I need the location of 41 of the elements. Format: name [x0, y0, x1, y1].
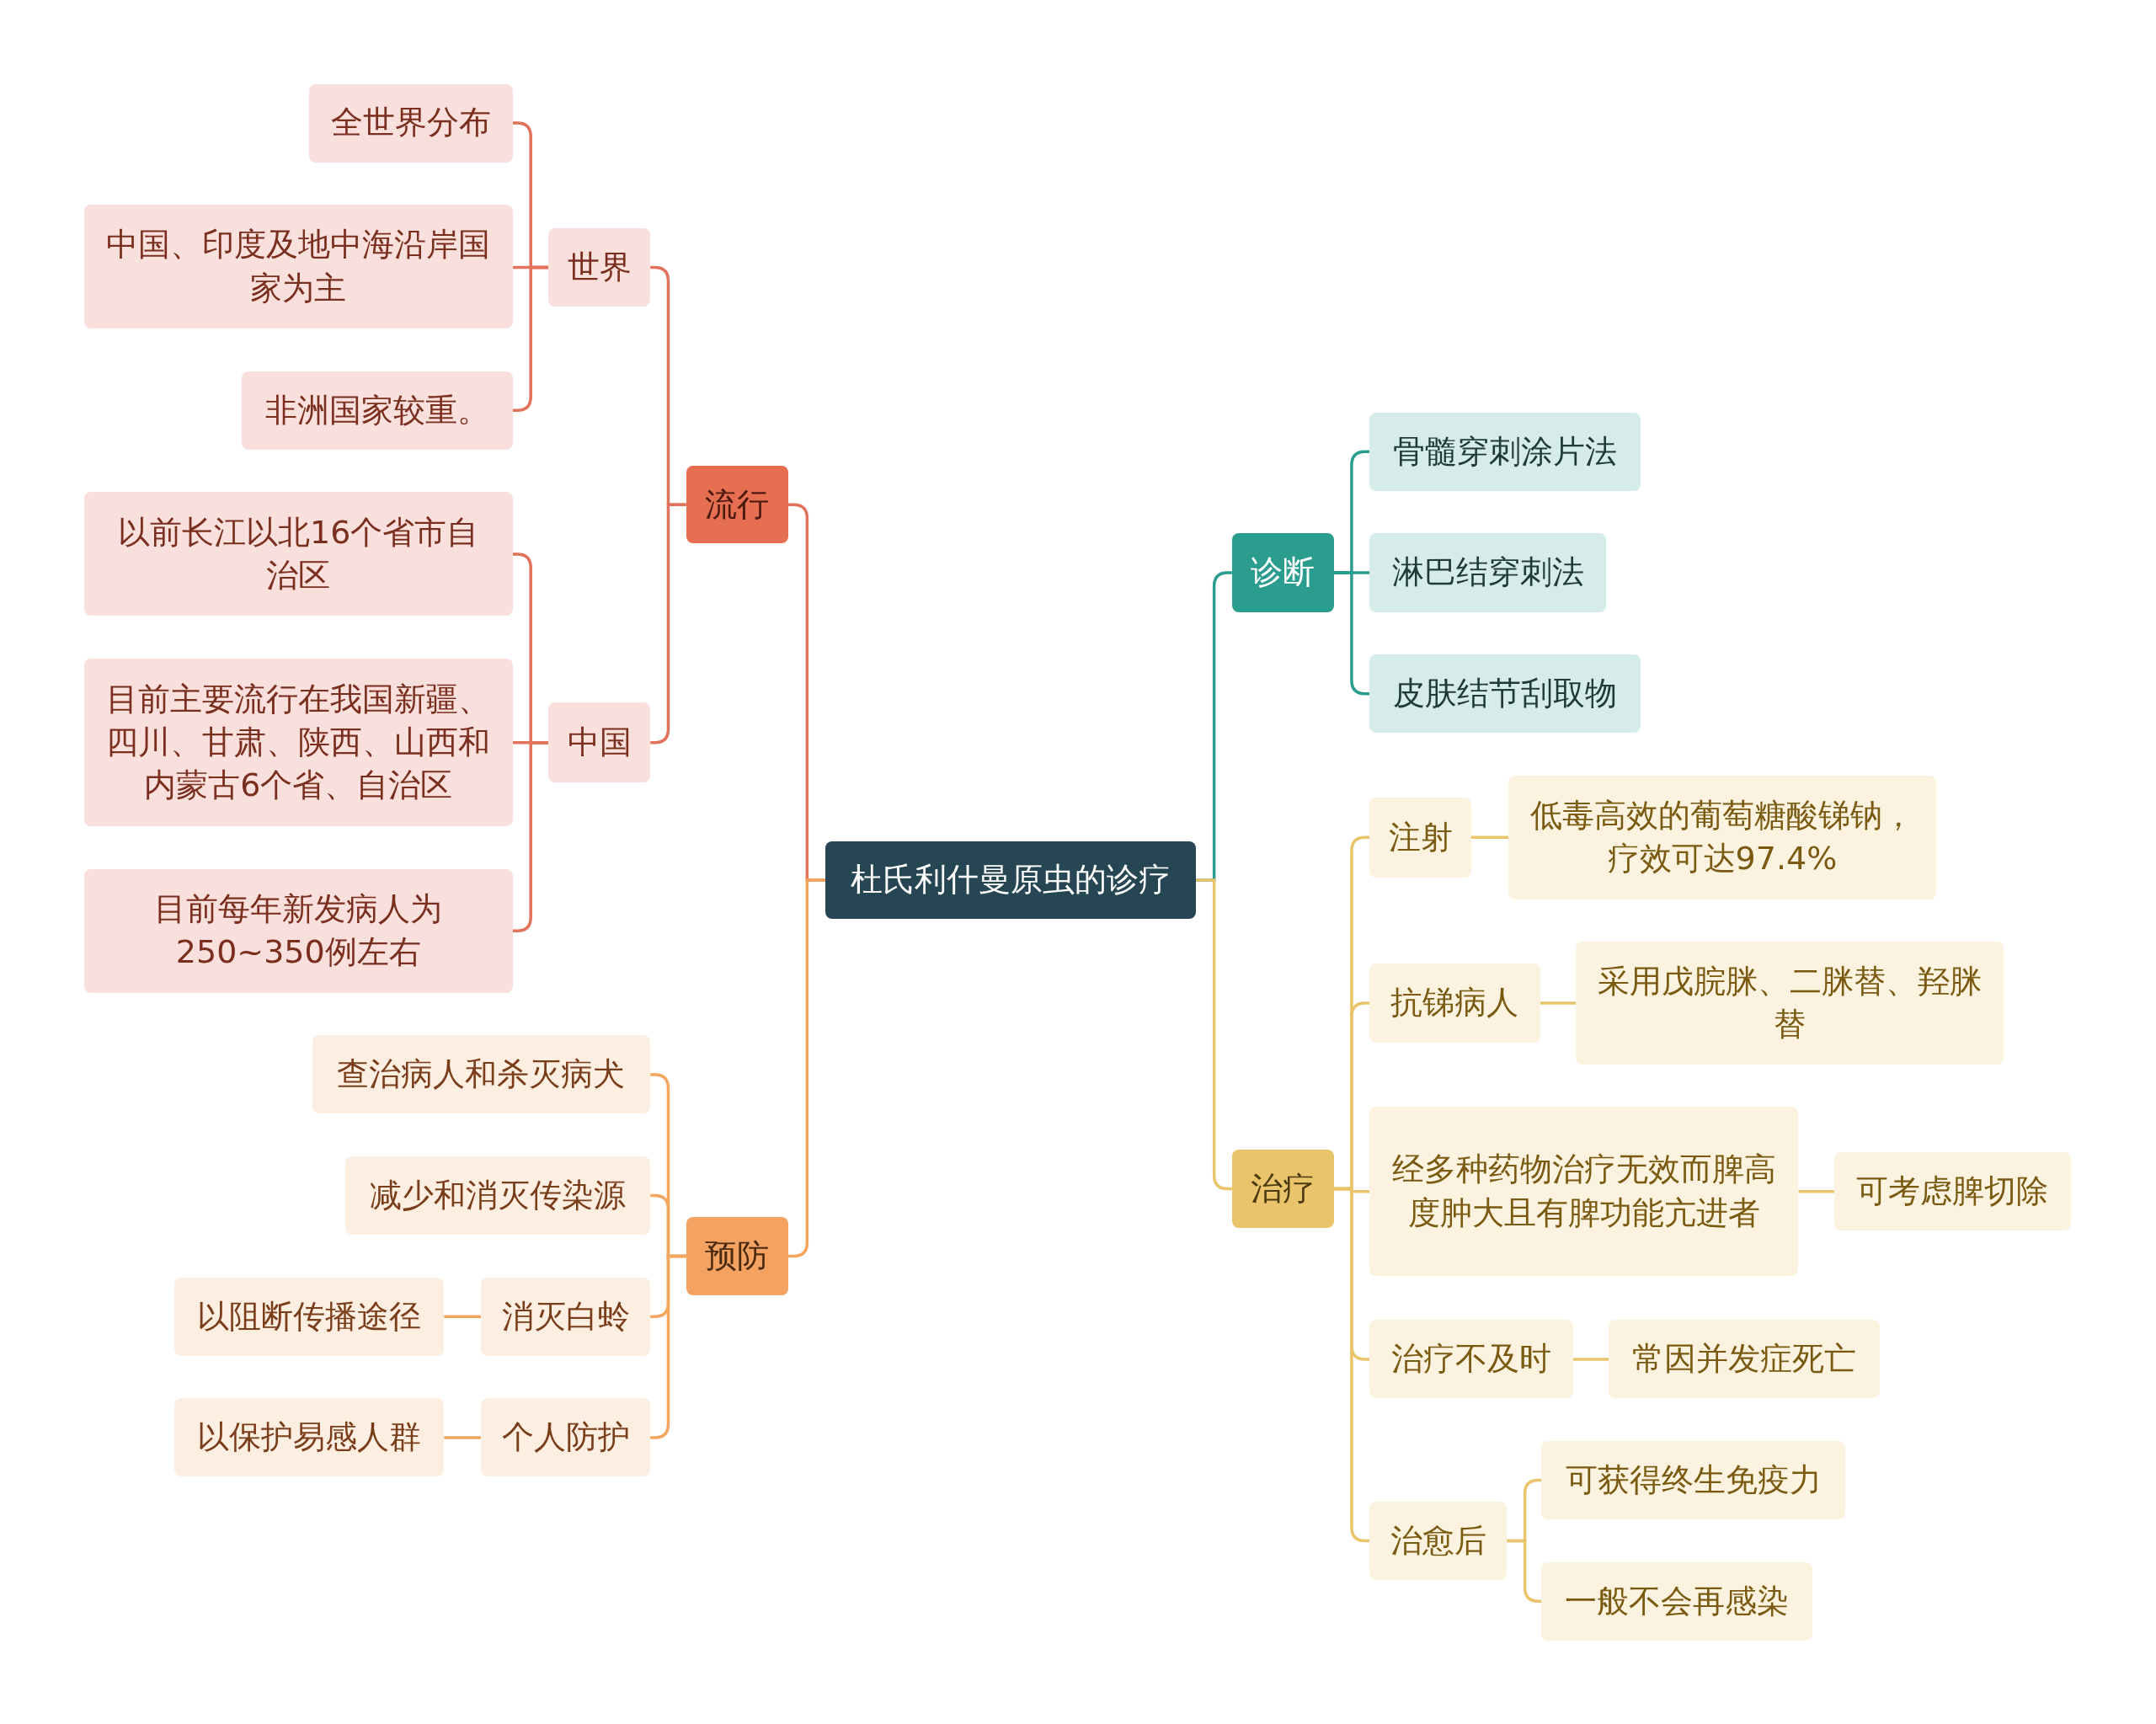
connector-line [1572, 1358, 1609, 1361]
subtopic-box: 经多种药物治疗无效而脾高度肿大且有脾功能亢进者 [1369, 1107, 1799, 1277]
subtopic-box: 低毒高效的葡萄糖酸锑钠，疗效可达97.4% [1508, 775, 1936, 899]
subtopic-box: 中国、印度及地中海沿岸国家为主 [83, 205, 513, 329]
connector-line [1470, 835, 1508, 840]
subtopic-box: 非洲国家较重。 [242, 371, 513, 450]
connector-line [1798, 1189, 1834, 1193]
subtopic-box: 抗锑病人 [1369, 963, 1540, 1043]
branch-topic: 流行 [686, 466, 788, 543]
subtopic-box: 骨髓穿刺涂片法 [1369, 412, 1641, 491]
connector-line [1540, 1001, 1576, 1005]
subtopic-box: 注射 [1369, 797, 1471, 878]
subtopic-box: 治愈后 [1369, 1501, 1508, 1580]
subtopic-box: 治疗不及时 [1369, 1320, 1573, 1399]
subtopic-box: 可考虑脾切除 [1833, 1152, 2071, 1231]
subtopic-box: 个人防护 [481, 1398, 651, 1477]
subtopic-box: 目前主要流行在我国新疆、四川、甘肃、陕西、山西和内蒙古6个省、自治区 [83, 659, 513, 827]
connector-line [444, 1315, 482, 1318]
subtopic-box: 中国 [548, 702, 651, 782]
central-topic: 杜氏利什曼原虫的诊疗 [825, 841, 1197, 919]
subtopic-box: 常因并发症死亡 [1609, 1320, 1880, 1399]
subtopic-box: 淋巴结穿刺法 [1369, 533, 1606, 612]
subtopic-box: 消灭白蛉 [481, 1277, 651, 1356]
subtopic-box: 减少和消灭传染源 [344, 1156, 651, 1236]
subtopic-box: 以前长江以北16个省市自治区 [83, 492, 513, 616]
subtopic-box: 查治病人和杀灭病犬 [312, 1035, 651, 1114]
subtopic-box: 可获得终生免疫力 [1541, 1441, 1845, 1520]
connector-line [1333, 571, 1370, 696]
subtopic-box: 皮肤结节刮取物 [1369, 654, 1641, 734]
subtopic-box: 以阻断传播途径 [174, 1277, 445, 1356]
branch-topic: 诊断 [1231, 533, 1334, 612]
connector-line [444, 1436, 482, 1439]
subtopic-box: 采用戊脘脒、二脒替、羟脒替 [1576, 942, 2004, 1065]
subtopic-box: 世界 [548, 228, 651, 307]
subtopic-box: 目前每年新发病人为250~350例左右 [83, 868, 513, 993]
subtopic-box: 以保护易感人群 [174, 1398, 445, 1477]
branch-topic: 预防 [686, 1216, 788, 1295]
branch-topic: 治疗 [1231, 1149, 1334, 1228]
subtopic-box: 一般不会再感染 [1541, 1561, 1812, 1641]
connector-line [787, 878, 825, 1258]
subtopic-box: 全世界分布 [309, 83, 513, 163]
